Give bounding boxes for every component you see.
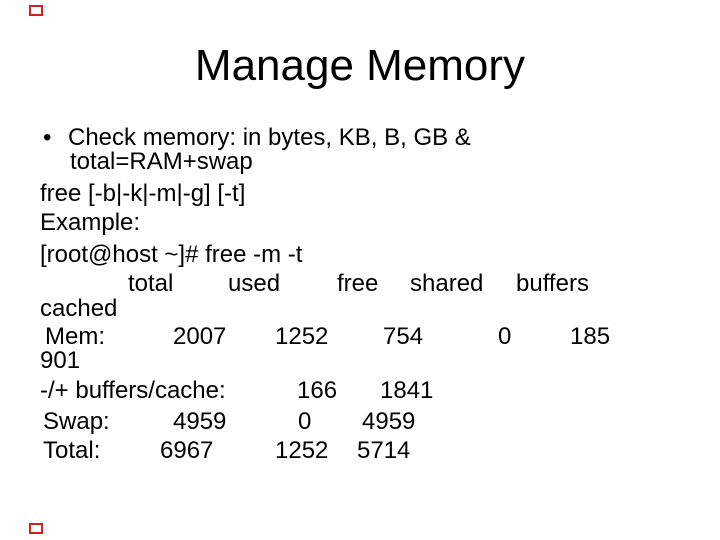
slide-title: Manage Memory (194, 41, 526, 90)
swap-row-label: Swap: (43, 408, 110, 435)
console-header-total: total (128, 270, 174, 297)
corner-marker-bottom-icon (29, 523, 43, 534)
mem-row-total: 2007 (173, 323, 227, 350)
bullet-marker-icon: • (43, 124, 52, 151)
console-header-cached: cached (40, 295, 118, 322)
console-header-buffers: buffers (516, 270, 589, 297)
total-row-label: Total: (43, 437, 101, 464)
swap-row-free: 4959 (362, 408, 416, 435)
buffers-cache-row-label: -/+ buffers/cache: (40, 377, 226, 404)
mem-row-buffers: 185 (570, 323, 611, 350)
bullet-text-line2: total=RAM+swap (70, 148, 253, 175)
corner-marker-top-icon (29, 5, 43, 16)
buffers-cache-row-used: 166 (297, 377, 338, 404)
swap-row-total: 4959 (173, 408, 227, 435)
console-header-used: used (228, 270, 281, 297)
swap-row-used: 0 (298, 408, 312, 435)
shell-prompt-command: [root@host ~]# free -m -t (40, 241, 303, 268)
mem-row-label: Mem: (45, 323, 105, 350)
total-row-used: 1252 (275, 437, 329, 464)
mem-row-free: 754 (383, 323, 424, 350)
buffers-cache-row-free: 1841 (380, 377, 434, 404)
console-header-free: free (337, 270, 379, 297)
console-header-shared: shared (410, 270, 484, 297)
mem-row-shared: 0 (498, 323, 512, 350)
total-row-free: 5714 (357, 437, 411, 464)
mem-row-used: 1252 (275, 323, 329, 350)
total-row-total: 6967 (160, 437, 214, 464)
example-label: Example: (40, 209, 141, 236)
free-command-syntax: free [-b|-k|-m|-g] [-t] (40, 180, 246, 207)
mem-row-cached: 901 (40, 347, 81, 374)
bullet-text-line1: Check memory: in bytes, KB, B, GB & (68, 124, 471, 151)
